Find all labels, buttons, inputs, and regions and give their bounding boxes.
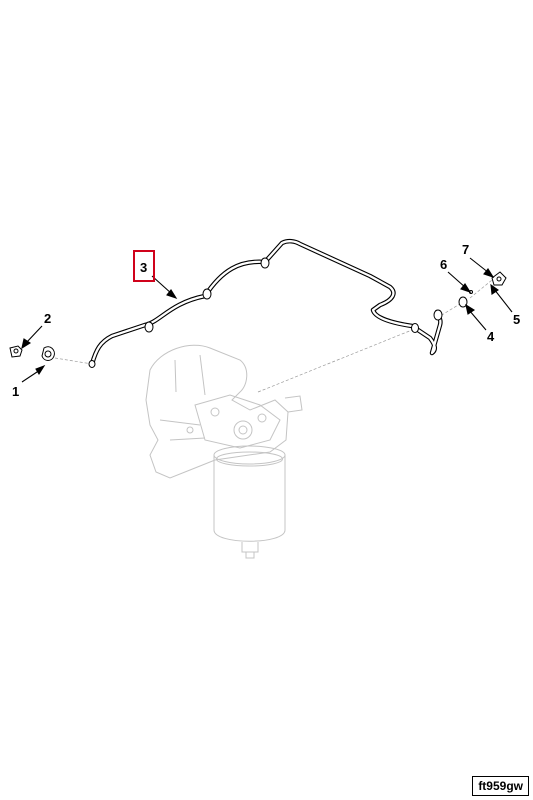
- callout-labels: 1 2 3 4 5 6 7: [12, 242, 520, 399]
- left-fittings: [9, 345, 55, 361]
- ghost-filter-assembly: [145, 344, 303, 559]
- callout-2: 2: [44, 311, 51, 326]
- callout-7: 7: [462, 242, 469, 257]
- callout-6: 6: [440, 257, 447, 272]
- callout-3: 3: [140, 260, 147, 275]
- callout-1: 1: [12, 384, 19, 399]
- callout-5: 5: [513, 312, 520, 327]
- callout-3-highlight-box: [133, 250, 155, 282]
- callout-arrows: [21, 257, 513, 383]
- right-fittings: [458, 271, 507, 308]
- callout-4: 4: [487, 329, 495, 344]
- figure-code-label: ft959gw: [472, 776, 529, 796]
- line-clamps: [88, 257, 443, 368]
- fuel-line-tube: [89, 238, 443, 367]
